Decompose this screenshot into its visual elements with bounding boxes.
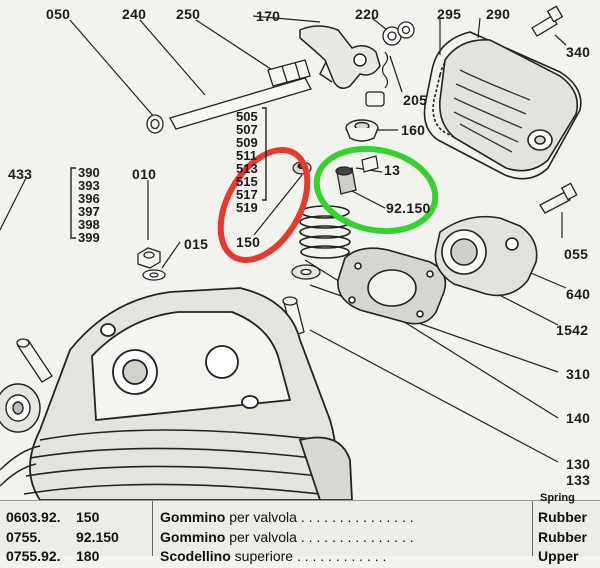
- lower-spring-seat: [291, 264, 321, 280]
- part-label-340: 340: [566, 44, 591, 60]
- part-label-133: 133: [566, 472, 591, 488]
- part-label-160: 160: [401, 122, 426, 138]
- part-label-055: 055: [564, 246, 589, 262]
- part-label-010: 010: [132, 166, 157, 182]
- part-label-220: 220: [355, 6, 380, 22]
- valve-spring-cap: [345, 119, 379, 142]
- exploded-parts-diagram: [0, 5, 582, 500]
- part-label-1542: 1542: [556, 322, 589, 338]
- valve-cotters: [361, 155, 379, 173]
- table-header-fragment: Spring: [540, 492, 575, 504]
- rocker-shaft: [146, 77, 312, 134]
- flange-gasket: [337, 247, 447, 325]
- part-label-295: 295: [437, 6, 462, 22]
- part-label-92150: 92.150: [386, 200, 431, 216]
- valve-guide: [282, 296, 305, 337]
- part-label-240: 240: [122, 6, 147, 22]
- red-highlight-circle: [217, 147, 311, 263]
- bracket-505-519: [262, 107, 267, 201]
- part-label-13: 13: [384, 162, 401, 178]
- part-label-250: 250: [176, 6, 201, 22]
- flange-screw: [539, 182, 578, 214]
- green-highlight-circle: [313, 145, 439, 235]
- valve-stem-seal-92150: [335, 166, 357, 195]
- head-fins-left: [0, 445, 41, 487]
- small-spring: [381, 51, 389, 89]
- valve-collet: [365, 91, 385, 107]
- bracket-390-399: [70, 167, 76, 239]
- leader-lines: [0, 15, 567, 463]
- part-label-205: 205: [403, 92, 428, 108]
- parts-list-table: Spring 0603.92. 150 Gommino per valvola …: [0, 492, 600, 564]
- valve-spring: [299, 205, 351, 259]
- part-label-140: 140: [566, 410, 591, 426]
- part-label-310: 310: [566, 366, 591, 382]
- table-row: 0755.92. 180 Scodellino superiore . . . …: [6, 548, 579, 564]
- part-label-015: 015: [184, 236, 209, 252]
- part-label-130: 130: [566, 456, 591, 472]
- rocker-washers: [382, 21, 415, 46]
- part-label-290: 290: [486, 6, 511, 22]
- table-row: 0603.92. 150 Gommino per valvola . . . .…: [6, 509, 587, 525]
- rocker-cover: [438, 39, 579, 172]
- intake-spacer: [434, 215, 538, 297]
- washer-015: [142, 269, 166, 281]
- nut-010: [137, 247, 161, 269]
- bearing: [0, 383, 41, 433]
- part-label-640: 640: [566, 286, 591, 302]
- part-label-150: 150: [236, 234, 261, 250]
- part-label-050: 050: [46, 6, 71, 22]
- table-row: 0755. 92.150 Gommino per valvola . . . .…: [6, 529, 587, 545]
- cover-screw: [531, 5, 564, 37]
- rocker-pin: [267, 59, 311, 87]
- rocker-arm: [299, 25, 381, 89]
- part-label-433: 433: [8, 166, 33, 182]
- part-label-170: 170: [256, 8, 281, 24]
- stud-bolt: [16, 338, 53, 383]
- cylinder-head: [23, 287, 353, 500]
